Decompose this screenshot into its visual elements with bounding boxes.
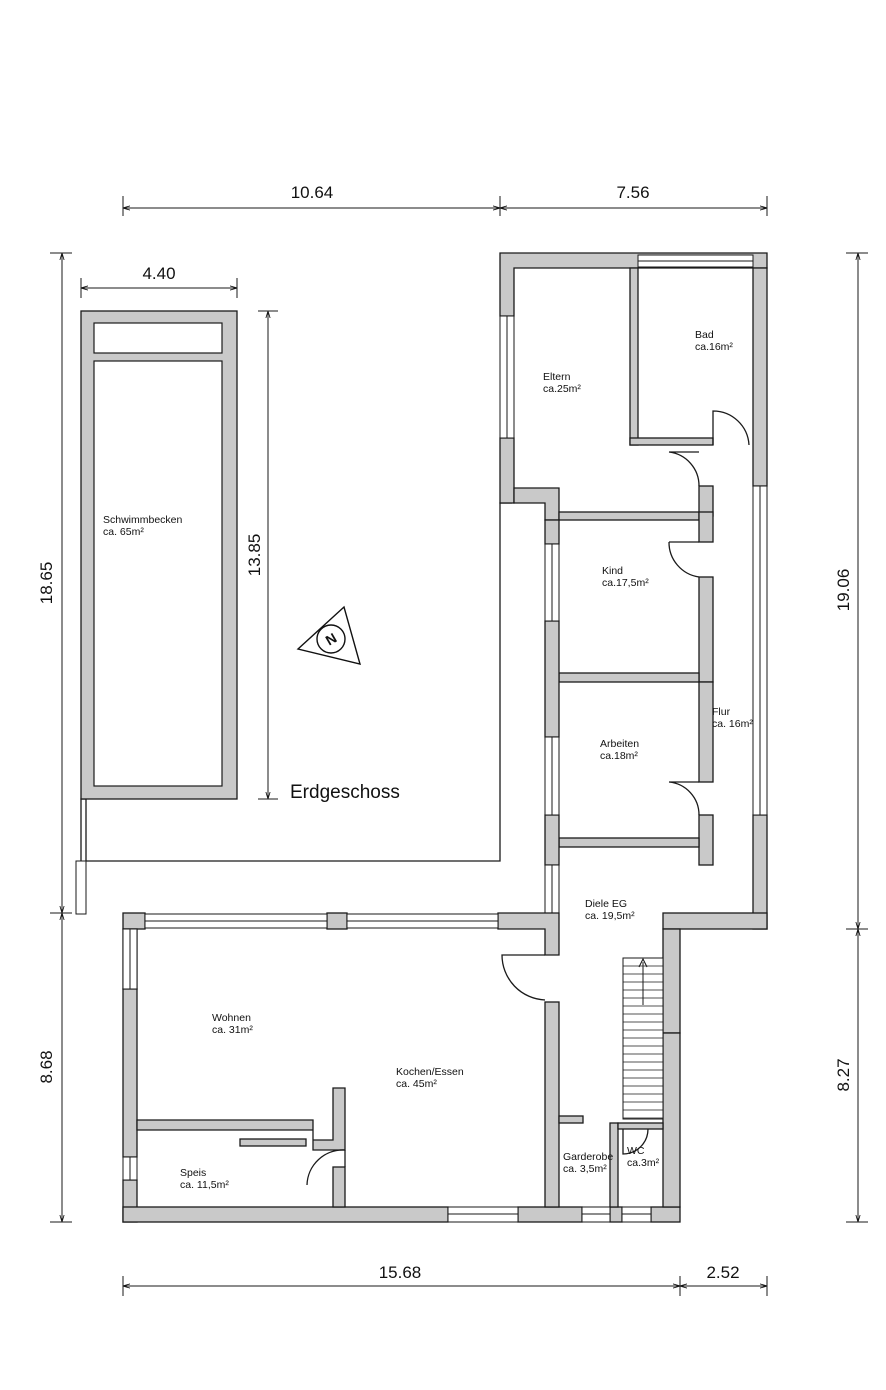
dimension-lines	[50, 196, 868, 1296]
dim-right-lower: 8.27	[834, 1058, 853, 1091]
swimming-pool	[80, 310, 238, 800]
dim-pool-width: 4.40	[142, 264, 175, 283]
dim-top-left: 10.64	[291, 183, 334, 202]
lower-wing-walls	[122, 912, 768, 1223]
room-kochen-name: Kochen/Essen	[396, 1066, 464, 1078]
room-arbeiten-name: Arbeiten	[600, 738, 639, 750]
dim-left-lower: 8.68	[37, 1050, 56, 1083]
room-garderobe-area: ca. 3,5m²	[563, 1163, 607, 1175]
room-flur-name: Flur	[712, 706, 731, 718]
upper-wing-windows	[499, 254, 768, 914]
dim-left-upper: 18.65	[37, 562, 56, 605]
room-arbeiten-area: ca.18m²	[600, 750, 638, 762]
dim-right-upper: 19.06	[834, 569, 853, 612]
room-wohnen-name: Wohnen	[212, 1012, 251, 1024]
lower-wing-doors	[306, 954, 649, 1186]
room-pool-name: Schwimmbecken	[103, 514, 183, 526]
room-speis-area: ca. 11,5m²	[180, 1179, 229, 1191]
dim-pool-length: 13.85	[245, 534, 264, 577]
lower-wing-windows	[122, 913, 652, 1223]
room-speis-name: Speis	[180, 1167, 206, 1179]
upper-wing-walls	[499, 252, 768, 930]
room-flur-area: ca. 16m²	[712, 718, 753, 730]
room-wc-area: ca.3m²	[627, 1157, 660, 1169]
room-bad-name: Bad	[695, 329, 714, 341]
room-eltern-name: Eltern	[543, 371, 571, 383]
room-pool-area: ca. 65m²	[103, 526, 144, 538]
dim-top-right: 7.56	[616, 183, 649, 202]
room-kind-area: ca.17,5m²	[602, 577, 649, 589]
north-arrow-icon: N	[296, 605, 361, 665]
room-wc-name: WC	[627, 1145, 645, 1157]
dim-bottom-left: 15.68	[379, 1263, 422, 1282]
room-labels: Schwimmbecken ca. 65m² Eltern ca.25m² Ba…	[103, 329, 753, 1191]
dim-bottom-right: 2.52	[706, 1263, 739, 1282]
room-wohnen-area: ca. 31m²	[212, 1024, 253, 1036]
room-garderobe-name: Garderobe	[563, 1151, 613, 1163]
staircase	[622, 957, 664, 1120]
upper-wing-doors	[668, 410, 750, 816]
room-bad-area: ca.16m²	[695, 341, 733, 353]
room-kochen-area: ca. 45m²	[396, 1078, 437, 1090]
room-diele-name: Diele EG	[585, 898, 627, 910]
plan-title: Erdgeschoss	[290, 782, 400, 803]
room-kind-name: Kind	[602, 565, 623, 577]
room-diele-area: ca. 19,5m²	[585, 910, 635, 922]
room-eltern-area: ca.25m²	[543, 383, 581, 395]
